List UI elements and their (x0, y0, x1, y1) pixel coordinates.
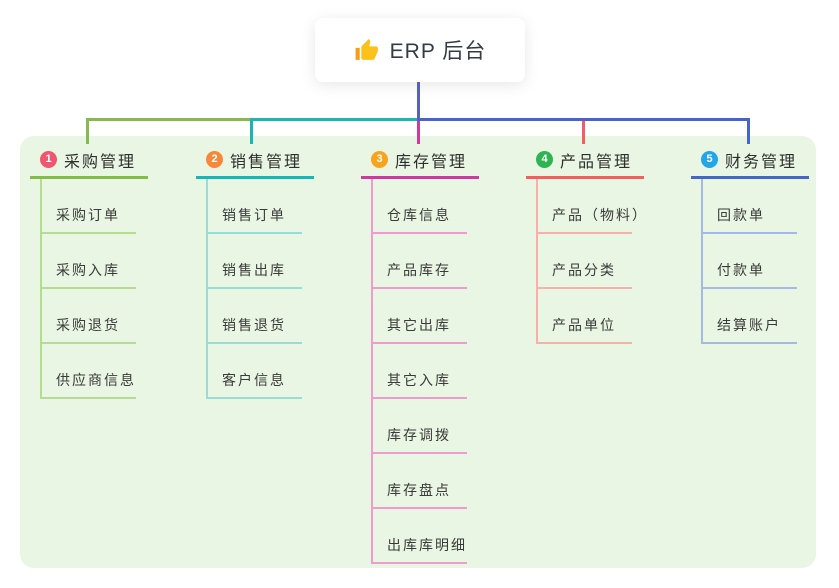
branch-children: 产品（物料） 产品分类 产品单位 (526, 179, 646, 344)
child-node[interactable]: 库存调拨 (361, 399, 479, 454)
child-node[interactable]: 其它入库 (361, 344, 479, 399)
child-node[interactable]: 其它出库 (361, 289, 479, 344)
child-node[interactable]: 销售订单 (196, 179, 314, 234)
branch-purchase: 1 采购管理 采购订单 采购入库 采购退货 供应商信息 (30, 143, 148, 399)
branches-panel (20, 136, 816, 568)
child-node[interactable]: 采购退货 (30, 289, 148, 344)
connector-root-stub (417, 82, 420, 118)
child-label: 仓库信息 (387, 207, 451, 223)
child-node[interactable]: 产品（物料） (526, 179, 646, 234)
branch-product: 4 产品管理 产品（物料） 产品分类 产品单位 (526, 143, 646, 344)
child-node[interactable]: 销售出库 (196, 234, 314, 289)
connector-drop-sales (250, 121, 253, 144)
branch-header-inventory[interactable]: 3 库存管理 (361, 143, 479, 179)
connector-drop-product (582, 121, 585, 144)
branch-number-badge: 2 (206, 151, 223, 168)
branch-inventory: 3 库存管理 仓库信息 产品库存 其它出库 其它入库 库存调拨 库存盘点 出库库… (361, 143, 479, 564)
child-node[interactable]: 回款单 (691, 179, 809, 234)
connector-drop-purchase (86, 121, 89, 144)
branch-number-badge: 4 (536, 151, 553, 168)
child-label: 付款单 (717, 262, 765, 278)
branch-label: 产品管理 (560, 153, 633, 171)
branch-sales: 2 销售管理 销售订单 销售出库 销售退货 客户信息 (196, 143, 314, 399)
child-label: 产品分类 (552, 262, 616, 278)
child-node[interactable]: 库存盘点 (361, 454, 479, 509)
child-label: 回款单 (717, 207, 765, 223)
root-node[interactable]: ERP 后台 (315, 18, 525, 82)
branch-label: 财务管理 (725, 153, 798, 171)
child-node[interactable]: 结算账户 (691, 289, 809, 344)
child-label: 采购退货 (56, 317, 120, 333)
child-label: 结算账户 (717, 317, 781, 333)
child-label: 出库库明细 (387, 537, 467, 553)
branch-number-badge: 5 (701, 151, 718, 168)
child-label: 销售出库 (222, 262, 286, 278)
root-title: ERP 后台 (389, 40, 487, 63)
connector-bus-finance (417, 118, 750, 121)
child-label: 产品单位 (552, 317, 616, 333)
thumbs-up-icon (354, 38, 379, 63)
child-label: 库存盘点 (387, 482, 451, 498)
child-label: 销售退货 (222, 317, 286, 333)
connector-bus-sales (250, 118, 420, 121)
child-node[interactable]: 付款单 (691, 234, 809, 289)
branch-header-finance[interactable]: 5 财务管理 (691, 143, 809, 179)
child-label: 供应商信息 (56, 372, 136, 388)
child-node[interactable]: 采购入库 (30, 234, 148, 289)
child-label: 其它入库 (387, 372, 451, 388)
child-label: 销售订单 (222, 207, 286, 223)
branch-label: 销售管理 (230, 153, 303, 171)
child-node[interactable]: 产品单位 (526, 289, 644, 344)
child-node[interactable]: 客户信息 (196, 344, 314, 399)
child-label: 库存调拨 (387, 427, 451, 443)
connector-drop-inventory (417, 121, 420, 144)
branch-finance: 5 财务管理 回款单 付款单 结算账户 (691, 143, 809, 344)
child-label: 其它出库 (387, 317, 451, 333)
child-node[interactable]: 采购订单 (30, 179, 148, 234)
branch-header-product[interactable]: 4 产品管理 (526, 143, 644, 179)
branch-header-purchase[interactable]: 1 采购管理 (30, 143, 148, 179)
child-node[interactable]: 出库库明细 (361, 509, 479, 564)
child-node[interactable]: 销售退货 (196, 289, 314, 344)
branch-children: 采购订单 采购入库 采购退货 供应商信息 (30, 179, 148, 399)
child-label: 客户信息 (222, 372, 286, 388)
branch-header-sales[interactable]: 2 销售管理 (196, 143, 314, 179)
branch-number-badge: 3 (371, 151, 388, 168)
connector-drop-finance (747, 121, 750, 144)
child-label: 产品库存 (387, 262, 451, 278)
branch-number-badge: 1 (40, 151, 57, 168)
child-node[interactable]: 产品库存 (361, 234, 479, 289)
branch-children: 回款单 付款单 结算账户 (691, 179, 809, 344)
child-node[interactable]: 供应商信息 (30, 344, 148, 399)
branch-label: 采购管理 (64, 153, 137, 171)
child-label: 产品（物料） (552, 207, 648, 223)
child-label: 采购入库 (56, 262, 120, 278)
child-node[interactable]: 产品分类 (526, 234, 644, 289)
branch-children: 销售订单 销售出库 销售退货 客户信息 (196, 179, 314, 399)
child-node[interactable]: 仓库信息 (361, 179, 479, 234)
child-label: 采购订单 (56, 207, 120, 223)
branch-label: 库存管理 (395, 153, 468, 171)
branch-children: 仓库信息 产品库存 其它出库 其它入库 库存调拨 库存盘点 出库库明细 (361, 179, 479, 564)
